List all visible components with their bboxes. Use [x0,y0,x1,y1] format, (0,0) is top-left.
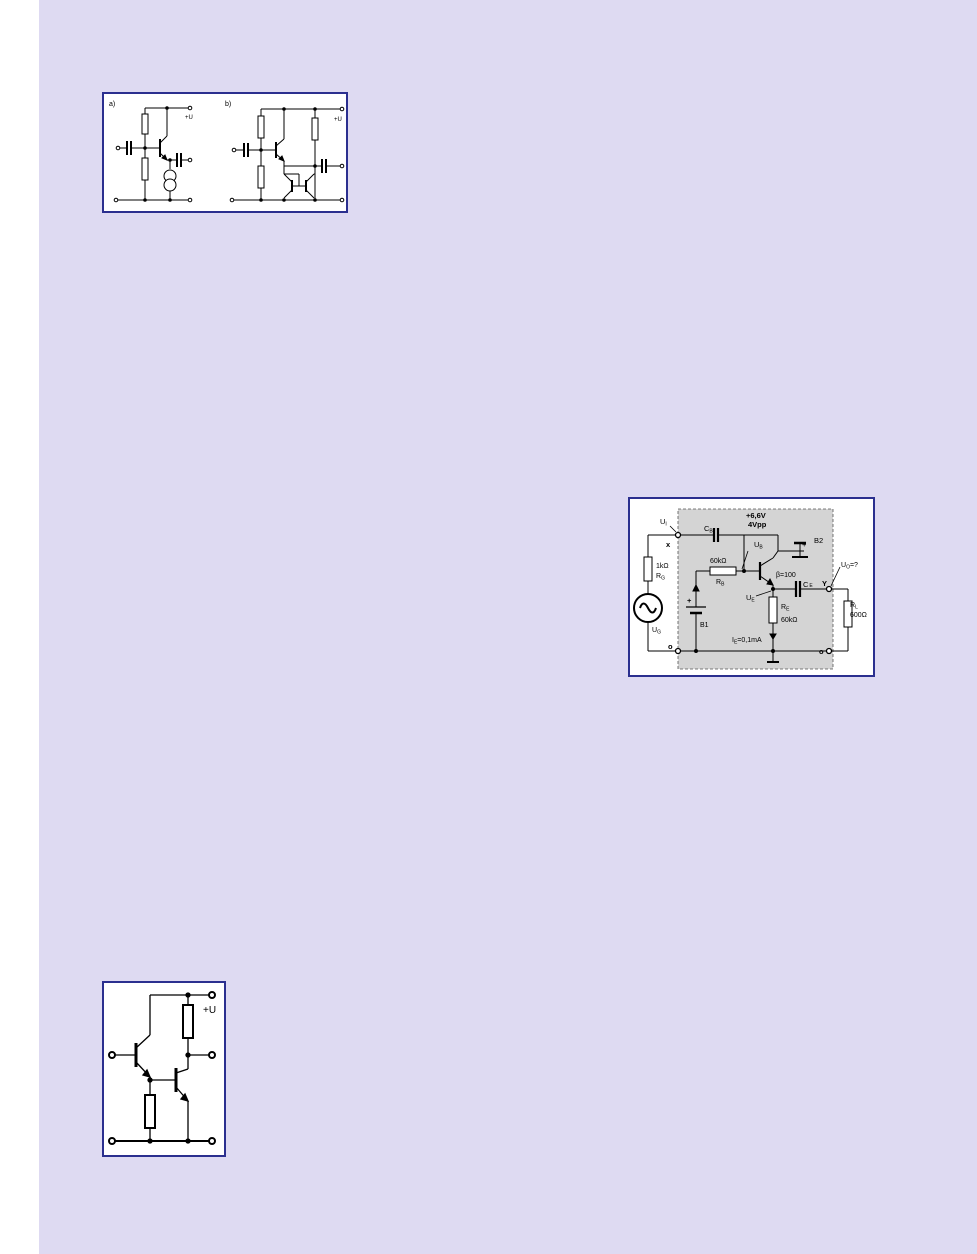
fig1a-circuit: +U [113,105,193,203]
fig2-label-supply-voltage: +6,6V [746,511,766,520]
fig3-supply-label: +U [203,1005,216,1016]
fig2-label-rl: RL [850,602,858,611]
fig2-label-o-right: o [819,647,824,656]
fig1a-supply-label: +U [185,115,193,121]
fig2-label-b2: B2 [814,536,823,545]
fig2-label-ie: IE=0,1mA [732,637,762,646]
fig2-label-rl-value: 600Ω [850,612,867,619]
fig2-label-b1: B1 [700,622,709,629]
fig3-resistor-emitter [144,1094,156,1129]
fig2-resistor-rb [709,566,737,576]
fig2-label-ce: CE [803,580,813,589]
fig2-label-b1-plus: + [687,596,692,605]
fig2-label-ue: UE [746,593,755,604]
fig2-label-o-left: o [668,642,673,651]
fig1-label-a: a) [109,101,115,108]
figure-2-emitter-follower: UI x CB +6,6V 4Vpp UB + B2 1kΩ RG 60kΩ R… [628,497,875,677]
fig2-label-ug: UG [652,627,661,636]
fig2-label-uo: UO=? [841,562,858,571]
fig2-label-rg-value: 1kΩ [656,563,669,570]
fig2-label-re: RE [781,604,790,613]
fig2-resistor-rg [643,556,653,582]
figure-1-circuit-variants: a) b) +U [102,92,348,213]
fig1b-circuit: +U [229,106,345,203]
fig2-label-y: Y [822,579,827,588]
fig1b-resistor-bottom-left [257,165,265,189]
fig1b-supply-label: +U [334,117,342,123]
fig2-label-ui: UI [660,517,667,528]
fig1b-resistor-top-left [257,115,265,139]
fig3-resistor-collector [182,1004,194,1039]
fig1a-resistor-top [141,113,149,135]
fig1a-resistor-bottom [141,157,149,181]
fig2-label-supply-pp: 4Vpp [748,520,767,529]
fig2-label-rb-value: 60kΩ [710,558,727,565]
fig2-label-x: x [666,540,671,549]
fig2-label-cb: CB [704,524,713,535]
fig2-label-b2-plus: + [802,540,807,549]
fig2-label-rg: RG [656,573,665,582]
fig2-resistor-re [768,596,778,624]
figure-3-darlington-circuit: +U [102,981,226,1157]
fig2-label-re-value: 60kΩ [781,617,798,624]
fig1b-resistor-top-right [311,117,319,141]
fig2-label-rb: RB [716,579,725,588]
fig2-label-beta: β=100 [776,572,796,579]
fig2-label-ub: UB [754,540,763,551]
fig1-label-b: b) [225,101,231,108]
